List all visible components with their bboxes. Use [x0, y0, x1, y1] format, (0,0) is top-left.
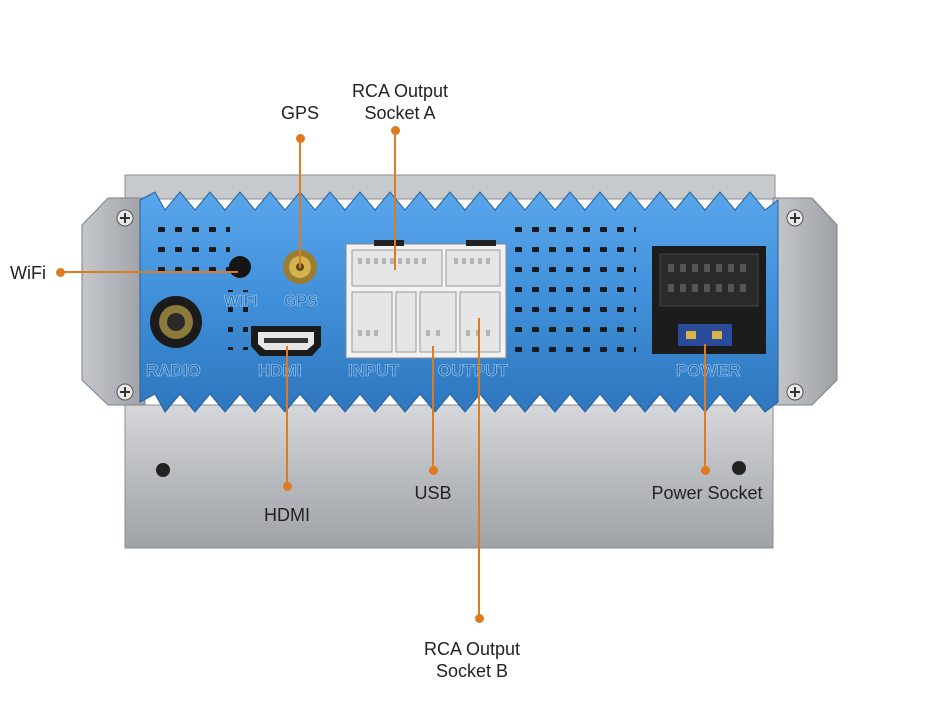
rca-b-leader-dot: [474, 613, 484, 623]
rca-output-socket-b-label: RCA Output Socket B: [407, 638, 537, 682]
rca-a-label-line2: Socket A: [364, 103, 436, 123]
chassis-hole-right: [732, 461, 746, 475]
rca-a-label-line1: RCA Output: [351, 81, 449, 101]
panel-marking-power: POWER: [676, 361, 740, 380]
lower-chassis: [124, 404, 774, 549]
usb-leader-dot: [428, 465, 438, 475]
left-bracket: [81, 197, 146, 406]
screw-icon: [786, 209, 804, 227]
power-connector: [652, 246, 766, 354]
gps-leader-line: [299, 138, 301, 268]
panel-marking-radio: RADIO: [146, 361, 201, 380]
hdmi-leader-dot: [282, 481, 292, 491]
panel-marking-hdmi: HDMI: [258, 361, 301, 380]
vent-grid-lower-left: [228, 290, 248, 350]
radio-antenna-socket: [150, 296, 202, 348]
gps-leader-dot: [295, 133, 305, 143]
screw-icon: [116, 209, 134, 227]
hdmi-port: [251, 326, 321, 356]
wifi-antenna-hole: [229, 256, 251, 278]
power-leader-dot: [700, 465, 710, 475]
hdmi-leader-line: [286, 346, 288, 486]
wifi-leader-line: [60, 271, 238, 273]
multi-connector-block: [345, 240, 507, 359]
right-bracket: [772, 197, 838, 406]
vent-grid-mid: [514, 222, 636, 358]
panel-marking-output: OUTPUT: [438, 361, 509, 380]
screw-icon: [116, 383, 134, 401]
rca-b-leader-line: [478, 318, 480, 618]
gps-label: GPS: [280, 103, 319, 123]
rca-b-label-line1: RCA Output: [423, 639, 521, 659]
panel-marking-input: INPUT: [348, 361, 400, 380]
rca-output-socket-a-label: RCA Output Socket A: [335, 80, 465, 124]
panel-marking-wifi: WIFI: [224, 293, 258, 310]
power-leader-line: [704, 344, 706, 470]
usb-label: USB: [414, 483, 452, 503]
chassis-hole-left: [156, 463, 170, 477]
rca-a-leader-dot: [390, 125, 400, 135]
rca-b-label-line2: Socket B: [435, 661, 509, 681]
panel-marking-gps: GPS: [284, 293, 318, 310]
vent-grid-left: [148, 222, 230, 280]
power-socket-label: Power Socket: [651, 483, 763, 503]
screw-icon: [786, 383, 804, 401]
wifi-label: WiFi: [10, 263, 46, 283]
hdmi-label: HDMI: [264, 505, 310, 525]
usb-leader-line: [432, 346, 434, 470]
wifi-leader-dot: [55, 267, 65, 277]
rca-a-leader-line: [394, 130, 396, 270]
